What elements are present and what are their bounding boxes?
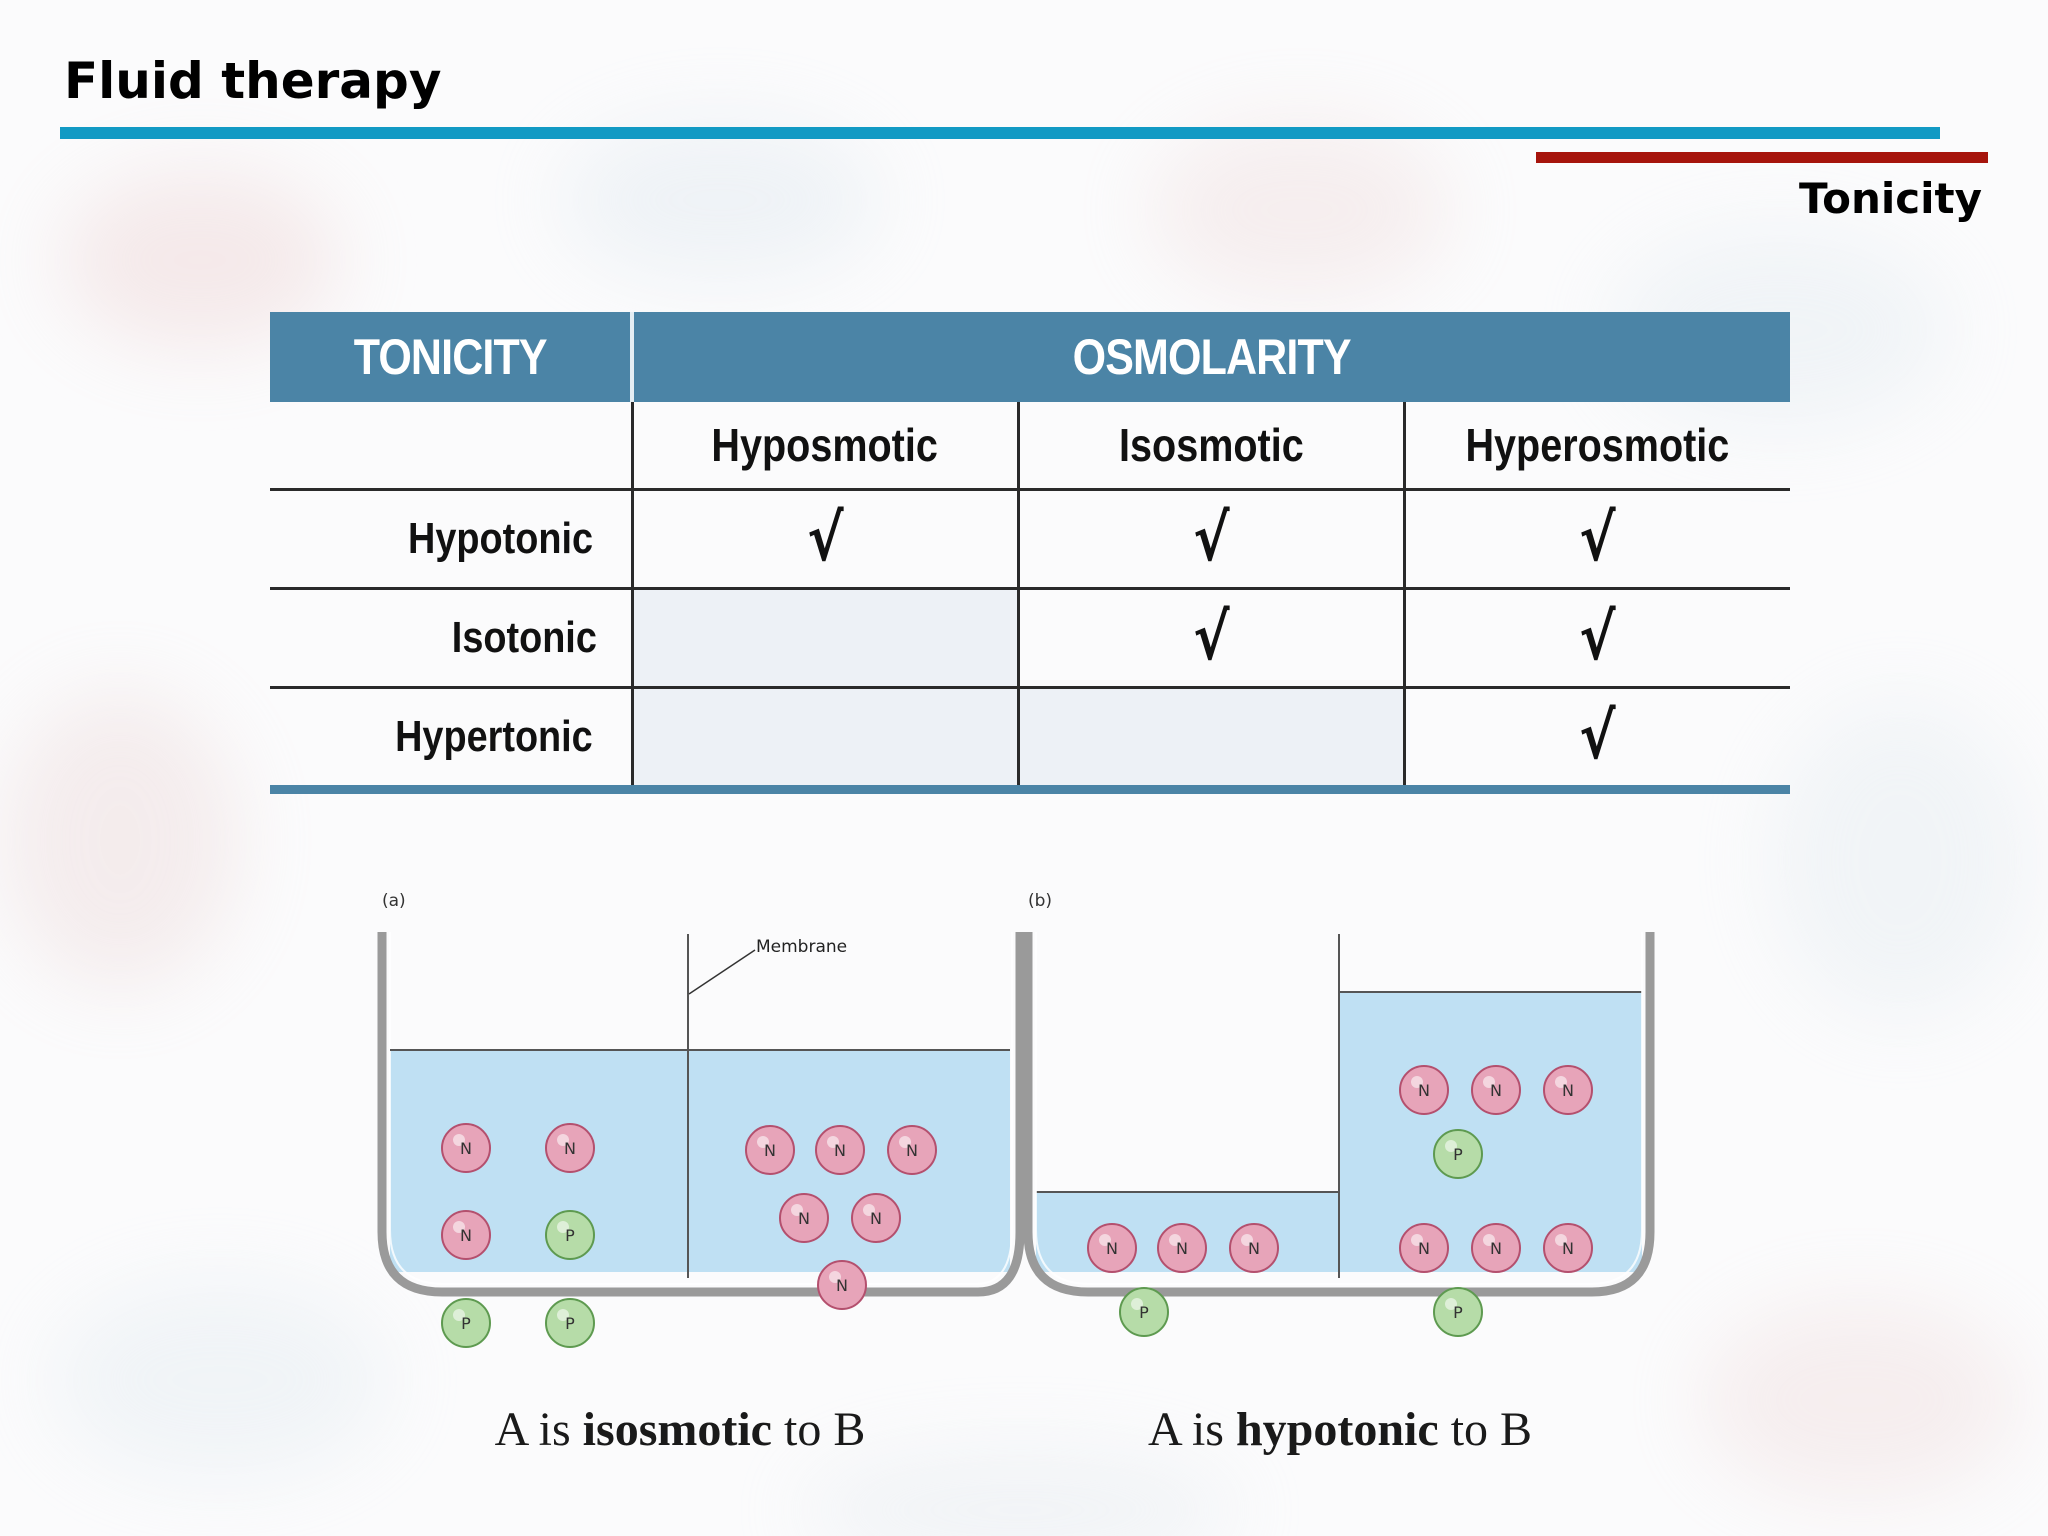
svg-text:N: N (1490, 1081, 1502, 1100)
p-particle: P (1119, 1287, 1169, 1337)
svg-text:N: N (834, 1141, 846, 1160)
svg-text:N: N (564, 1139, 576, 1158)
cell-hypotonic-isosmotic: √ (1016, 489, 1404, 590)
p-particle: P (1433, 1129, 1483, 1179)
cell-hypertonic-isosmotic (1016, 687, 1404, 794)
svg-text:N: N (906, 1141, 918, 1160)
svg-text:P: P (1453, 1145, 1463, 1164)
n-particle: N (1087, 1223, 1137, 1273)
svg-text:N: N (1248, 1239, 1260, 1258)
panel-b-tag: (b) (1028, 891, 1052, 911)
n-particle: N (441, 1210, 491, 1260)
svg-text:N: N (798, 1209, 810, 1228)
table-row: Isotonic √ √ (270, 588, 1790, 689)
p-particle: P (545, 1210, 595, 1260)
n-particle: N (887, 1125, 937, 1175)
n-particle: N (815, 1125, 865, 1175)
n-particle: N (779, 1193, 829, 1243)
svg-text:N: N (1418, 1081, 1430, 1100)
n-particle: N (1229, 1223, 1279, 1273)
tonicity-osmolarity-table: TONICITY OSMOLARITY Hyposmotic Isosmotic… (270, 312, 1790, 794)
check-mark-icon: √ (1579, 601, 1616, 675)
row-label-hypertonic: Hypertonic (270, 687, 632, 794)
row-label-hypotonic: Hypotonic (270, 489, 632, 590)
check-mark-icon: √ (806, 502, 844, 576)
svg-text:P: P (1453, 1303, 1463, 1322)
svg-text:N: N (1418, 1239, 1430, 1258)
panel-a-tag: (a) (382, 891, 406, 911)
slide-title: Fluid therapy (64, 52, 442, 110)
svg-text:P: P (1139, 1303, 1149, 1322)
cell-isotonic-hyposmotic (630, 588, 1018, 689)
n-particle: N (1399, 1223, 1449, 1273)
p-particle: P (1433, 1287, 1483, 1337)
svg-text:P: P (461, 1314, 471, 1333)
caption-isosmotic: A is isosmotic to B (494, 1403, 866, 1456)
svg-text:P: P (565, 1314, 575, 1333)
section-underline (1536, 152, 1988, 163)
p-particle: P (441, 1298, 491, 1348)
svg-text:N: N (460, 1226, 472, 1245)
subheader-hyperosmotic: Hyperosmotic (1402, 402, 1790, 491)
cell-isotonic-hyperosmotic: √ (1402, 588, 1790, 689)
table-subheader-row: Hyposmotic Isosmotic Hyperosmotic (270, 402, 1790, 491)
cell-hypotonic-hyperosmotic: √ (1402, 489, 1790, 590)
svg-text:N: N (870, 1209, 882, 1228)
table-row: Hypertonic √ (270, 687, 1790, 794)
n-particle: N (1543, 1065, 1593, 1115)
n-particle: N (545, 1123, 595, 1173)
n-particle: N (745, 1125, 795, 1175)
cell-hypotonic-hyposmotic: √ (630, 489, 1018, 590)
svg-text:N: N (1176, 1239, 1188, 1258)
n-particle: N (1399, 1065, 1449, 1115)
row-label-isotonic: Isotonic (270, 588, 632, 689)
subheader-blank (270, 402, 632, 491)
svg-text:N: N (1562, 1239, 1574, 1258)
n-particle: N (1471, 1065, 1521, 1115)
subheader-hyposmotic: Hyposmotic (630, 402, 1018, 491)
check-mark-icon: √ (1192, 502, 1230, 576)
cell-hypertonic-hyperosmotic: √ (1402, 687, 1790, 794)
check-mark-icon: √ (1192, 601, 1230, 675)
table-header-row: TONICITY OSMOLARITY (270, 312, 1790, 402)
particles-layer: N N N P P P N N N N N N N N N P N N N P N N N P (441, 1065, 1593, 1348)
membrane-pointer (688, 949, 756, 995)
n-particle: N (441, 1123, 491, 1173)
section-label: Tonicity (1799, 174, 1982, 223)
p-particle: P (545, 1298, 595, 1348)
panel-a-beaker (377, 932, 1025, 1297)
check-mark-icon: √ (1579, 700, 1616, 774)
n-particle: N (1543, 1223, 1593, 1273)
svg-text:N: N (1490, 1239, 1502, 1258)
title-underline (60, 127, 1940, 139)
svg-text:N: N (460, 1139, 472, 1158)
check-mark-icon: √ (1579, 502, 1616, 576)
cell-isotonic-isosmotic: √ (1016, 588, 1404, 689)
header-osmolarity: OSMOLARITY (632, 312, 1790, 402)
caption-hypotonic: A is hypotonic to B (1147, 1403, 1533, 1456)
membrane-label: Membrane (756, 937, 847, 957)
svg-text:N: N (836, 1276, 848, 1295)
svg-text:N: N (764, 1141, 776, 1160)
svg-text:N: N (1106, 1239, 1118, 1258)
n-particle: N (851, 1193, 901, 1243)
table-row: Hypotonic √ √ √ (270, 489, 1790, 590)
subheader-isosmotic: Isosmotic (1016, 402, 1404, 491)
header-tonicity: TONICITY (270, 312, 634, 402)
n-particle: N (1471, 1223, 1521, 1273)
n-particle: N (1157, 1223, 1207, 1273)
cell-hypertonic-hyposmotic (630, 687, 1018, 794)
n-particle: N (817, 1260, 867, 1310)
panel-b-beaker (1023, 932, 1655, 1297)
svg-text:P: P (565, 1226, 575, 1245)
svg-text:N: N (1562, 1081, 1574, 1100)
